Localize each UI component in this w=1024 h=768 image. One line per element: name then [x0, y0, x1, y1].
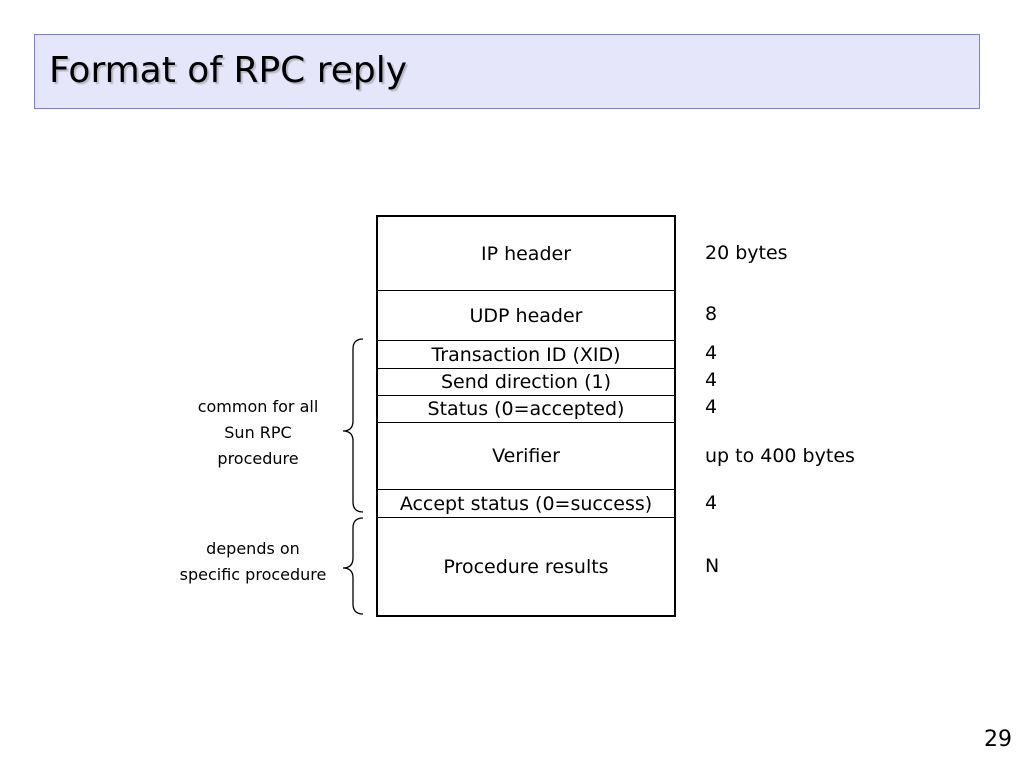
specific-brace [342, 517, 364, 615]
field-udp-header: UDP header [378, 290, 674, 340]
field-verifier: Verifier [378, 422, 674, 489]
braces [342, 338, 364, 615]
size-status: 4 [705, 396, 718, 418]
size-udp-header: 8 [705, 303, 718, 325]
rpc-reply-packet-diagram: IP header UDP header Transaction ID (XID… [376, 215, 676, 617]
size-ip-header: 20 bytes [705, 242, 788, 264]
size-accept-status: 4 [705, 492, 718, 514]
common-line-2: Sun RPC [224, 423, 292, 442]
size-send-direction: 4 [705, 369, 718, 391]
size-procedure-results: N [705, 555, 720, 577]
field-procedure-results: Procedure results [378, 517, 674, 615]
common-line-3: procedure [217, 449, 299, 468]
common-brace [342, 338, 364, 513]
field-send-direction: Send direction (1) [378, 368, 674, 395]
size-verifier: up to 400 bytes [705, 445, 855, 467]
specific-line-2: specific procedure [179, 565, 327, 584]
field-transaction-id: Transaction ID (XID) [378, 340, 674, 368]
specific-annotation: depends on specific procedure [168, 536, 338, 588]
field-ip-header: IP header [480, 242, 572, 265]
field-accept-status: Accept status (0=success) [378, 489, 674, 517]
specific-line-1: depends on [206, 539, 300, 558]
size-transaction-id: 4 [705, 342, 718, 364]
page-number: 29 [984, 727, 1012, 752]
title-bar: Format of RPC reply [34, 34, 980, 109]
common-line-1: common for all [197, 397, 319, 416]
common-annotation: common for all Sun RPC procedure [183, 394, 333, 472]
slide-title: Format of RPC reply [49, 50, 408, 91]
field-status: Status (0=accepted) [378, 395, 674, 422]
